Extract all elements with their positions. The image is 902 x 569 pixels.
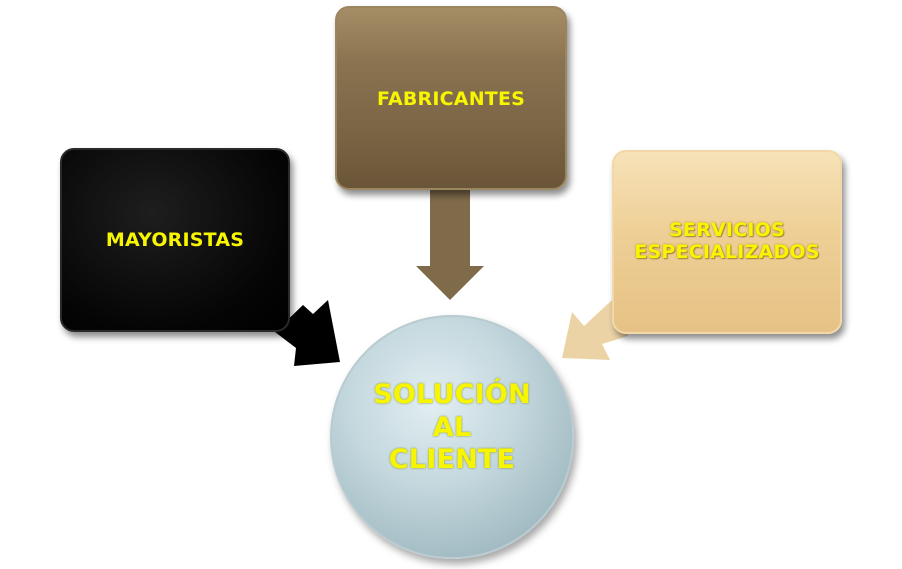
node-servicios-label: SERVICIOS ESPECIALIZADOS [634,219,820,263]
node-servicios: SERVICIOS ESPECIALIZADOS [612,150,842,334]
node-fabricantes-label: FABRICANTES [376,88,526,110]
node-mayoristas: MAYORISTAS [60,148,290,332]
node-mayoristas-label: MAYORISTAS [105,229,245,251]
node-solucion-label: SOLUCIÓN AL CLIENTE [373,379,531,476]
arrow-servicios-to-solucion [562,300,628,360]
node-fabricantes: FABRICANTES [335,6,567,190]
arrow-mayoristas-to-solucion [275,300,340,366]
node-solucion: SOLUCIÓN AL CLIENTE [330,315,574,559]
arrow-fabricantes-to-solucion [416,188,484,300]
